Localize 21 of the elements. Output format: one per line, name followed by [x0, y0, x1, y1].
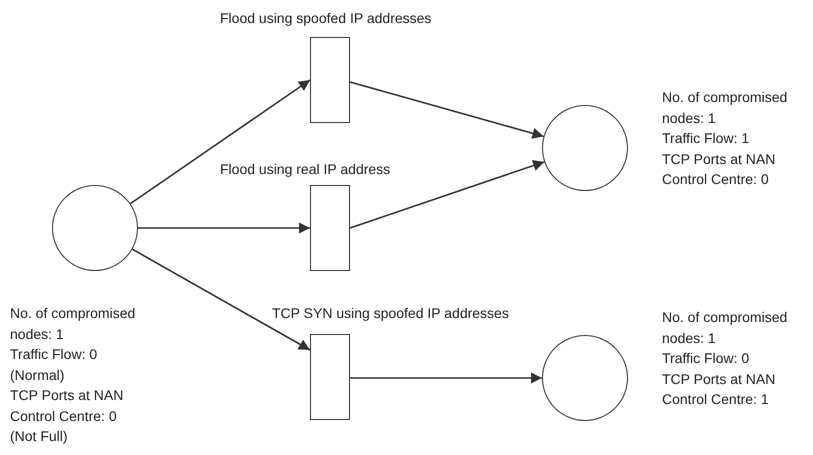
state-description: Traffic Flow: 0 — [662, 349, 750, 368]
transition-label: Flood using spoofed IP addresses — [220, 10, 432, 26]
transition-bar — [310, 334, 350, 420]
state-description: Traffic Flow: 1 — [662, 129, 750, 148]
transition-label: Flood using real IP address — [220, 161, 390, 177]
arrow — [350, 160, 545, 229]
state-description: TCP Ports at NAN Control Centre: 1 — [662, 370, 776, 409]
state-description: TCP Ports at NAN Control Centre: 0 (Not Full) — [10, 386, 124, 446]
state-description: No. of compromised nodes: 1 — [662, 88, 788, 128]
state-description: No. of compromised nodes: 1 — [10, 304, 136, 344]
transition-label: TCP SYN using spoofed IP addresses — [272, 305, 509, 321]
arrow — [350, 81, 544, 139]
arrow — [350, 372, 542, 384]
state-description: No. of compromised nodes: 1 — [662, 308, 788, 348]
state-description: TCP Ports at NAN Control Centre: 0 — [662, 150, 776, 189]
arrow — [132, 248, 310, 351]
arrow — [130, 79, 310, 204]
arrow — [138, 222, 310, 234]
transition-bar — [310, 185, 350, 271]
transition-bar — [310, 37, 350, 123]
state-description: Traffic Flow: 0 (Normal) — [10, 345, 98, 385]
